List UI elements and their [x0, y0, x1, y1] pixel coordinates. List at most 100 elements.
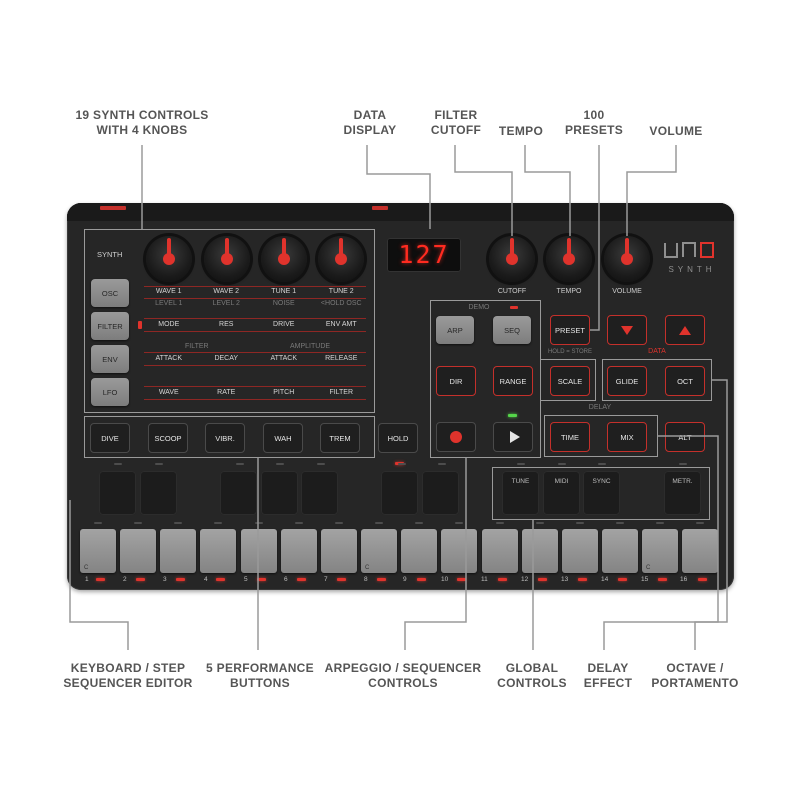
keyboard-key[interactable] [120, 529, 156, 573]
step-led [417, 578, 426, 581]
env-button[interactable]: ENV [91, 345, 129, 373]
arrow-up-icon [679, 325, 691, 335]
dir-button[interactable]: DIR [436, 366, 476, 396]
midi-pad[interactable]: MIDI [543, 471, 580, 515]
pad-tick-mark [517, 463, 525, 465]
keyboard-key[interactable] [602, 529, 638, 573]
param-release: RELEASE [325, 355, 358, 362]
callout-line: BUTTONS [230, 676, 290, 690]
black-key-pad[interactable] [99, 471, 136, 515]
callout-line: GLOBAL [505, 661, 559, 675]
param-lfo-wave: WAVE [158, 389, 179, 396]
play-button[interactable] [493, 422, 533, 452]
tremolo-button[interactable]: TREM [320, 423, 360, 453]
keyboard-key[interactable] [200, 529, 236, 573]
data-up-button[interactable] [665, 315, 705, 345]
pad-tick-mark [679, 463, 687, 465]
time-button[interactable]: TIME [550, 422, 590, 452]
keyboard-key[interactable]: C [361, 529, 397, 573]
keyboard-key[interactable]: C [80, 529, 116, 573]
delay-outline [544, 415, 658, 457]
callout-presets: 100 PRESETS [556, 108, 632, 138]
key-tick-mark [496, 522, 504, 524]
arp-seq-outline-ext [540, 359, 596, 401]
osc-button[interactable]: OSC [91, 279, 129, 307]
callout-line: CONTROLS [497, 676, 567, 690]
tempo-label: TEMPO [556, 288, 582, 295]
synth-knob-4[interactable] [318, 236, 364, 282]
keyboard-key[interactable] [401, 529, 437, 573]
callout-delay: DELAY EFFECT [573, 661, 643, 691]
volume-knob[interactable] [604, 236, 650, 282]
callout-line: ARPEGGIO / SEQUENCER [324, 661, 482, 675]
keyboard-key[interactable] [321, 529, 357, 573]
data-down-button[interactable] [607, 315, 647, 345]
keyboard-key[interactable] [160, 529, 196, 573]
scoop-button[interactable]: SCOOP [148, 423, 188, 453]
keyboard-key[interactable] [682, 529, 718, 573]
preset-button[interactable]: PRESET [550, 315, 590, 345]
keyboard-key[interactable] [522, 529, 558, 573]
data-display: 127 [387, 238, 461, 272]
keyboard-key[interactable]: C [642, 529, 678, 573]
param-level-2: LEVEL 2 [212, 300, 240, 307]
arp-button[interactable]: ARP [436, 316, 474, 344]
callout-synth-controls: 19 SYNTH CONTROLS WITH 4 KNOBS [72, 108, 212, 138]
black-key-pad[interactable] [220, 471, 257, 515]
key-tick-mark [335, 522, 343, 524]
pad-tick-mark [114, 463, 122, 465]
keyboard-key[interactable] [482, 529, 518, 573]
lfo-button[interactable]: LFO [91, 378, 129, 406]
step-led [578, 578, 587, 581]
black-key-pad[interactable] [261, 471, 298, 515]
scale-button[interactable]: SCALE [550, 366, 590, 396]
record-icon [450, 431, 462, 443]
callout-line: DELAY [587, 661, 629, 675]
lfo-params: WAVE RATE PITCH FILTER [140, 389, 370, 396]
tempo-knob[interactable] [546, 236, 592, 282]
black-key-pad[interactable] [301, 471, 338, 515]
key-tick-mark [455, 522, 463, 524]
alt-button[interactable]: ALT [665, 422, 705, 452]
wah-button[interactable]: WAH [263, 423, 303, 453]
step-led [658, 578, 667, 581]
dive-button[interactable]: DIVE [90, 423, 130, 453]
play-icon [509, 431, 520, 443]
keyboard-key[interactable] [441, 529, 477, 573]
tune-pad[interactable]: TUNE [502, 471, 539, 515]
glide-button[interactable]: GLIDE [607, 366, 647, 396]
step-number: 2 [123, 576, 127, 583]
step-led [498, 578, 507, 581]
keyboard-key[interactable] [562, 529, 598, 573]
env-group-filter: FILTER [185, 343, 209, 350]
param-amp-attack: ATTACK [270, 355, 298, 362]
step-led [216, 578, 225, 581]
param-res: RES [219, 321, 234, 328]
cutoff-label: CUTOFF [497, 288, 527, 295]
black-key-pad[interactable] [140, 471, 177, 515]
synth-controls-outline [84, 229, 375, 413]
filter-button[interactable]: FILTER [91, 312, 129, 340]
cutoff-knob[interactable] [489, 236, 535, 282]
synth-knob-2[interactable] [204, 236, 250, 282]
vibrato-button[interactable]: VIBR. [205, 423, 245, 453]
param-mode: MODE [158, 321, 180, 328]
display-value: 127 [398, 240, 450, 269]
param-decay: DECAY [214, 355, 239, 362]
black-key-pad[interactable] [381, 471, 418, 515]
black-key-pad[interactable] [422, 471, 459, 515]
step-led [618, 578, 627, 581]
seq-button[interactable]: SEQ [493, 316, 531, 344]
range-button[interactable]: RANGE [493, 366, 533, 396]
hold-button[interactable]: HOLD [378, 423, 418, 453]
callout-line: FILTER [434, 108, 478, 122]
param-rate: RATE [217, 389, 236, 396]
record-button[interactable] [436, 422, 476, 452]
step-number: 15 [641, 576, 649, 583]
keyboard-key[interactable] [241, 529, 277, 573]
key-tick-mark [616, 522, 624, 524]
synth-knob-3[interactable] [261, 236, 307, 282]
keyboard-key[interactable] [281, 529, 317, 573]
callout-line: KEYBOARD / STEP [70, 661, 186, 675]
synth-knob-1[interactable] [146, 236, 192, 282]
